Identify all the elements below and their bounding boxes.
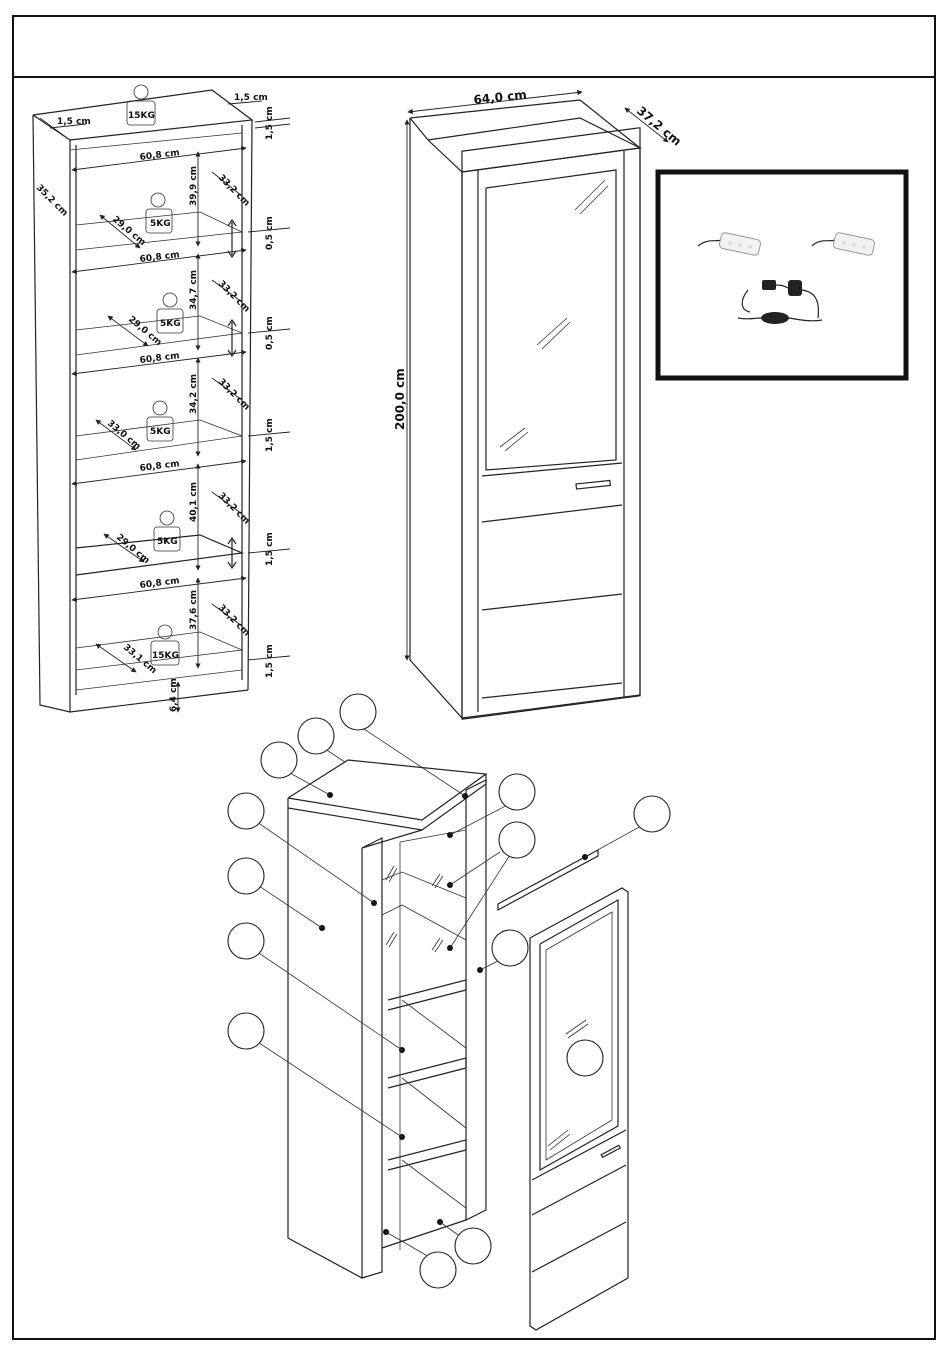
part-callout: [228, 1013, 264, 1049]
cabinet-height-label: 200,0 cm: [393, 368, 407, 430]
compartment-height-label: 39,9 cm: [189, 166, 199, 206]
weight-icon: 5KG: [157, 293, 183, 333]
width-dimensions: 60,8 cm 60,8 cm 60,8 cm 60,8 cm 60,8 cm: [72, 148, 246, 600]
cabinet-width-label: 64,0 cm: [473, 87, 528, 107]
shelf-dimension-diagram: 60,8 cm 60,8 cm 60,8 cm 60,8 cm 60,8 cm …: [33, 85, 290, 712]
cabinet-depth-label: 37,2 cm: [634, 104, 684, 149]
compartment-height-label: 37,6 cm: [189, 590, 199, 630]
compartment-height-label: 40,1 cm: [189, 482, 199, 522]
weight-icon: 5KG: [147, 401, 173, 441]
part-callouts: [228, 694, 670, 1288]
part-callout: [420, 1252, 456, 1288]
weight-icon: 15KG: [151, 625, 179, 665]
inner-depth-label: 33,2 cm: [216, 603, 251, 638]
part-callout: [298, 718, 334, 754]
weight-icon: 5KG: [146, 193, 172, 233]
part-callout: [499, 774, 535, 810]
load-label: 15KG: [152, 651, 179, 661]
shelf-depth-dimensions: 29,0 cm 29,0 cm 33,0 cm 29,0 cm 33,1 cm: [96, 215, 163, 676]
part-callout: [228, 923, 264, 959]
top-thickness-label: 1,5 cm: [234, 93, 268, 103]
inner-width-label: 60,8 cm: [139, 459, 180, 474]
shelf-depth-label: 33,0 cm: [105, 419, 142, 452]
part-callout: [228, 858, 264, 894]
side-thickness-label: 1,5 cm: [57, 117, 91, 127]
thickness-label: 1,5 cm: [265, 418, 275, 452]
thickness-label: 0,5 cm: [265, 316, 275, 350]
thickness-label: 1,5 cm: [265, 106, 275, 140]
load-label: 5KG: [160, 319, 181, 329]
shelf-depth-label: 29,0 cm: [114, 533, 151, 566]
thickness-label: 0,5 cm: [265, 216, 275, 250]
compartment-height-label: 34,7 cm: [189, 270, 199, 310]
inner-width-label: 60,8 cm: [139, 148, 180, 163]
inner-width-label: 60,8 cm: [139, 351, 180, 366]
thickness-label: 1,5 cm: [265, 532, 275, 566]
part-callout: [567, 1040, 603, 1076]
load-label: 5KG: [157, 537, 178, 547]
cabinet-overall-view: 64,0 cm 37,2 cm 200,0 cm: [393, 87, 684, 719]
part-callout: [228, 793, 264, 829]
part-callout: [499, 822, 535, 858]
thickness-label: 1,5 cm: [265, 644, 275, 678]
part-callout: [340, 694, 376, 730]
led-lighting-kit: [658, 172, 906, 378]
inner-width-label: 60,8 cm: [139, 250, 180, 265]
load-label: 5KG: [150, 219, 171, 229]
load-label: 15KG: [128, 111, 155, 121]
inner-depth-label: 33,2 cm: [216, 173, 251, 208]
inner-depth-label: 33,2 cm: [216, 377, 251, 412]
part-callout: [492, 930, 528, 966]
inner-depth-label: 33,2 cm: [216, 491, 251, 526]
part-callout: [261, 742, 297, 778]
depth-label: 35,2 cm: [34, 183, 69, 218]
base-height-label: 6,4 cm: [169, 678, 179, 712]
inner-depth-label: 33,2 cm: [216, 279, 251, 314]
weight-icon: 5KG: [154, 511, 180, 551]
part-callout: [455, 1228, 491, 1264]
height-dimensions: 39,9 cm 34,7 cm 34,2 cm 40,1 cm 37,6 cm: [189, 152, 199, 668]
exploded-assembly-view: [228, 694, 670, 1330]
part-callout: [634, 796, 670, 832]
weight-icon: 15KG: [127, 85, 155, 125]
load-label: 5KG: [150, 427, 171, 437]
compartment-height-label: 34,2 cm: [189, 374, 199, 414]
